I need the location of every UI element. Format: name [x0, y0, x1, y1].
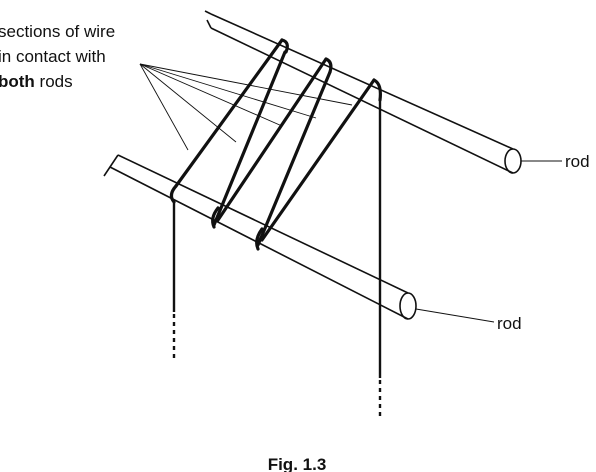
annotation-bold-word: both [0, 72, 35, 91]
annotation-leaders [139, 63, 353, 151]
wire-wraps [169, 38, 382, 251]
upper-rod-top-edge [210, 13, 514, 150]
wire-sections [174, 38, 376, 247]
wire-section-5 [260, 78, 376, 242]
wire-section-2 [212, 50, 287, 227]
wire-wrap-upper-2 [324, 57, 333, 74]
annotation-line-3-rest: rods [35, 72, 73, 91]
upper-rod-label: rod [565, 152, 590, 171]
lower-rod-end-cap [399, 292, 417, 320]
wire-wrap-lower-3 [255, 227, 264, 251]
upper-rod [204, 10, 522, 174]
leader-line-1 [139, 63, 189, 151]
leader-line-3 [139, 63, 283, 127]
wire-wrap-lower-2 [211, 206, 220, 229]
wire-section-3 [216, 57, 328, 222]
upper-rod-end-cap [504, 148, 522, 174]
figure-caption: Fig. 1.3 [268, 455, 327, 472]
wire-wrap-upper-1 [280, 38, 289, 54]
wire-section-1 [174, 38, 284, 188]
annotation-line-1: sections of wire [0, 22, 115, 41]
leader-line-5 [139, 63, 353, 106]
wire-wrap-upper-3 [372, 78, 382, 102]
lower-rod-top-edge [117, 154, 409, 294]
leader-line-2 [139, 63, 237, 143]
lower-rod-left-end [103, 154, 119, 177]
annotation-line-2: in contact with [0, 47, 106, 66]
annotation-line-3: both rods [0, 72, 73, 91]
wire-section-4 [256, 70, 332, 247]
lower-rod-label: rod [497, 314, 522, 333]
leader-line-4 [139, 63, 317, 119]
hanging-wires [172, 100, 382, 420]
upper-rod-left-end [204, 10, 212, 29]
upper-rod-bottom-edge [210, 27, 514, 174]
lower-rod-label-leader [415, 308, 495, 323]
